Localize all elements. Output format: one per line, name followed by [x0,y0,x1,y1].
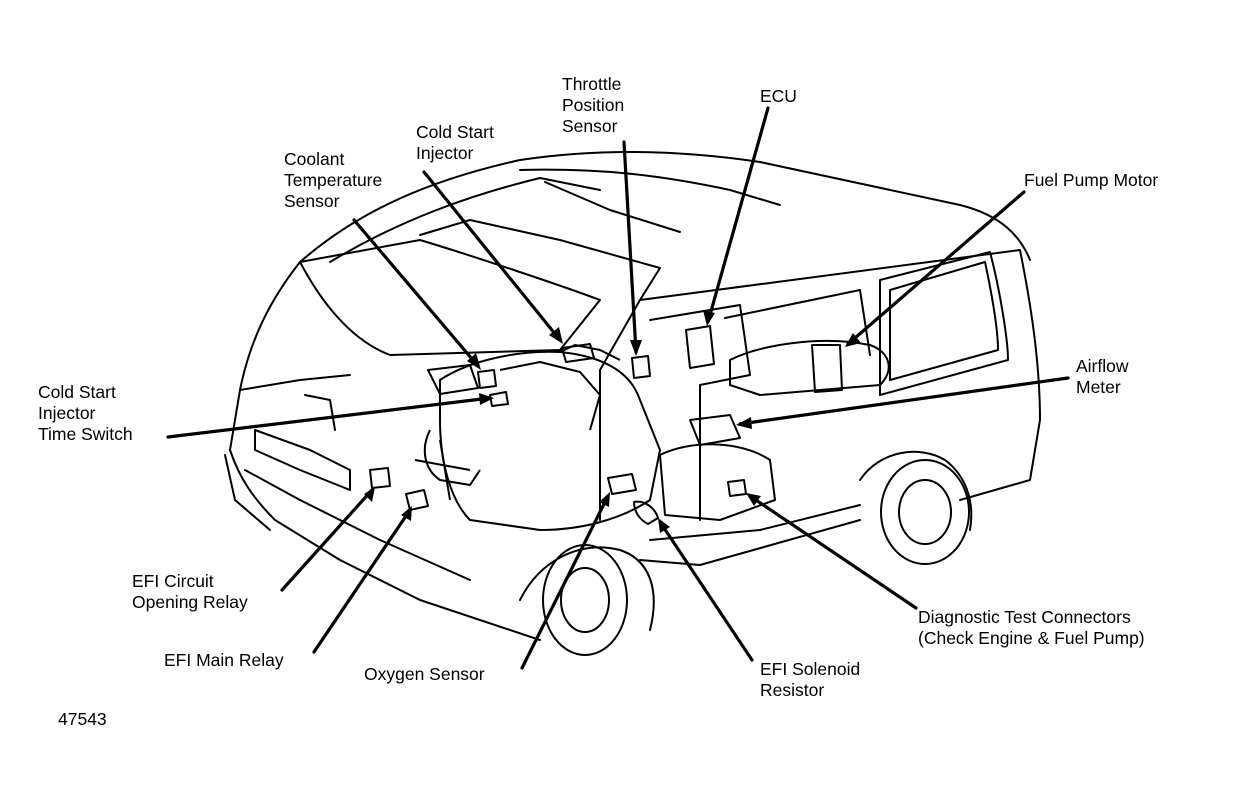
label-efi-solenoid-resistor: EFI Solenoid Resistor [760,659,860,701]
arrowhead-diagnostic-test-connectors [746,493,761,506]
label-line: Airflow [1076,356,1129,376]
label-line: Opening Relay [132,592,248,612]
leader-efi-main-relay [312,508,412,654]
arrowhead-throttle-position-sensor [630,340,642,356]
arrowhead-airflow-meter [736,417,752,429]
label-line: EFI Circuit [132,571,214,591]
leader-coolant-temperature-sensor [352,218,480,368]
label-line: Temperature [284,170,383,190]
label-line: EFI Solenoid [760,659,861,679]
arrowheads [364,310,861,533]
label-line: Injector [416,143,474,163]
label-line: Cold Start [416,122,494,142]
arrowhead-efi-main-relay [401,506,412,521]
label-line: Time Switch [38,424,133,444]
arrowhead-cold-start-injector [549,327,563,344]
leader-airflow-meter [738,376,1070,426]
leader-cold-start-injector [422,170,562,342]
label-line: Cold Start [38,382,116,402]
label-line: EFI Main Relay [164,650,284,670]
label-line: Injector [38,403,96,423]
label-line: Oxygen Sensor [364,664,485,684]
label-efi-main-relay: EFI Main Relay [164,650,284,671]
engine-bay-components [369,325,890,531]
label-line: Diagnostic Test Connectors [918,607,1131,627]
leader-efi-circuit-opening-relay [280,488,374,592]
leader-ecu [706,106,770,324]
label-throttle-position-sensor: Throttle Position Sensor [562,74,624,137]
label-cold-start-injector-time-switch: Cold Start Injector Time Switch [38,382,133,445]
arrowhead-ecu [703,310,715,326]
leader-efi-solenoid-resistor [658,520,754,662]
label-efi-circuit-opening-relay: EFI Circuit Opening Relay [132,571,248,613]
label-fuel-pump-motor: Fuel Pump Motor [1024,170,1158,191]
leader-lines [166,106,1070,670]
figure-number: 47543 [58,709,107,729]
label-coolant-temperature-sensor: Coolant Temperature Sensor [284,149,382,212]
label-line: Sensor [284,191,340,211]
leader-fuel-pump-motor [846,190,1026,346]
label-line: Coolant [284,149,345,169]
leader-throttle-position-sensor [622,140,638,354]
label-ecu: ECU [760,86,797,107]
label-line: Throttle [562,74,622,94]
label-line: (Check Engine & Fuel Pump) [918,628,1145,648]
label-line: Fuel Pump Motor [1024,170,1159,190]
arrowhead-efi-circuit-opening-relay [364,487,375,502]
leader-diagnostic-test-connectors [748,494,918,610]
leader-cold-start-injector-time-switch [166,396,492,439]
arrowhead-oxygen-sensor [599,492,610,507]
label-diagnostic-test-connectors: Diagnostic Test Connectors (Check Engine… [918,607,1145,649]
arrowhead-fuel-pump-motor [845,333,861,347]
label-oxygen-sensor: Oxygen Sensor [364,664,485,685]
arrowhead-coolant-temperature-sensor [467,353,481,370]
label-line: Resistor [760,680,825,700]
van-body-outline [224,150,1041,656]
label-line: ECU [760,86,797,106]
label-line: Sensor [562,116,618,136]
leader-oxygen-sensor [520,494,610,670]
label-airflow-meter: Airflow Meter [1076,356,1129,398]
label-line: Meter [1076,377,1121,397]
arrowhead-efi-solenoid-resistor [658,518,670,533]
arrowhead-cold-start-injector-time-switch [479,393,494,405]
label-cold-start-injector: Cold Start Injector [416,122,494,164]
label-line: Position [562,95,625,115]
